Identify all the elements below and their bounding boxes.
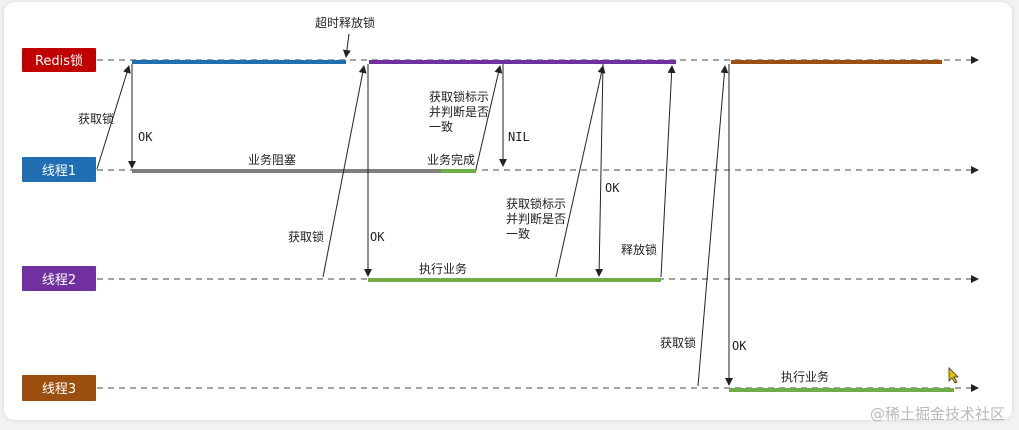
check-label-1-line1: 获取锁标示 — [429, 89, 489, 104]
release-lock-label: 释放锁 — [621, 242, 657, 257]
thread2-acquire-label: 获取锁 — [288, 229, 324, 244]
lane-label-thread1-text: 线程1 — [42, 164, 76, 179]
thread1-ok-label: OK — [138, 130, 153, 144]
check-label-1-line3: 一致 — [429, 120, 453, 134]
arrow-t1-acquire — [96, 65, 131, 170]
arrow-t2-check — [555, 65, 606, 278]
thread3-acquire-label: 获取锁 — [660, 335, 696, 350]
lane-label-redis: Redis锁 — [22, 48, 96, 72]
lane-label-redis-text: Redis锁 — [35, 53, 83, 69]
check-label-1-line2: 并判断是否 — [429, 104, 489, 119]
lane-label-thread3-text: 线程3 — [42, 382, 76, 397]
check2-ok-label: OK — [605, 181, 620, 195]
lane-label-thread1: 线程1 — [22, 157, 96, 182]
business-done-label: 业务完成 — [427, 152, 475, 167]
nil-label: NIL — [508, 130, 530, 144]
thread3-exec-label: 执行业务 — [781, 369, 829, 384]
lane-label-thread2-text: 线程2 — [42, 273, 76, 288]
thread3-ok-label: OK — [732, 339, 747, 353]
arrow-t2-release — [660, 65, 676, 278]
thread1-acquire-label: 获取锁 — [78, 111, 114, 126]
lane-label-thread3: 线程3 — [22, 375, 96, 401]
check-label-2-line1: 获取锁标示 — [506, 196, 566, 211]
mouse-cursor-icon — [948, 367, 959, 384]
business-block-label: 业务阻塞 — [248, 152, 296, 167]
thread2-ok-label: OK — [370, 230, 385, 244]
watermark: @稀土掘金技术社区 — [869, 405, 1005, 423]
diagram-card — [4, 2, 1012, 420]
thread2-exec-label: 执行业务 — [419, 261, 467, 276]
check-label-2-line2: 并判断是否 — [506, 211, 566, 226]
arrow-t1-check — [475, 65, 503, 170]
arrow-timeout — [342, 33, 351, 58]
check-label-2-line3: 一致 — [506, 227, 530, 241]
arrow-t2-check-ok — [595, 63, 604, 277]
arrow-t2-acquire — [322, 65, 367, 278]
arrow-t3-acquire — [697, 65, 729, 387]
timeout-release-label: 超时释放锁 — [315, 15, 375, 30]
lane-label-thread2: 线程2 — [22, 266, 96, 291]
